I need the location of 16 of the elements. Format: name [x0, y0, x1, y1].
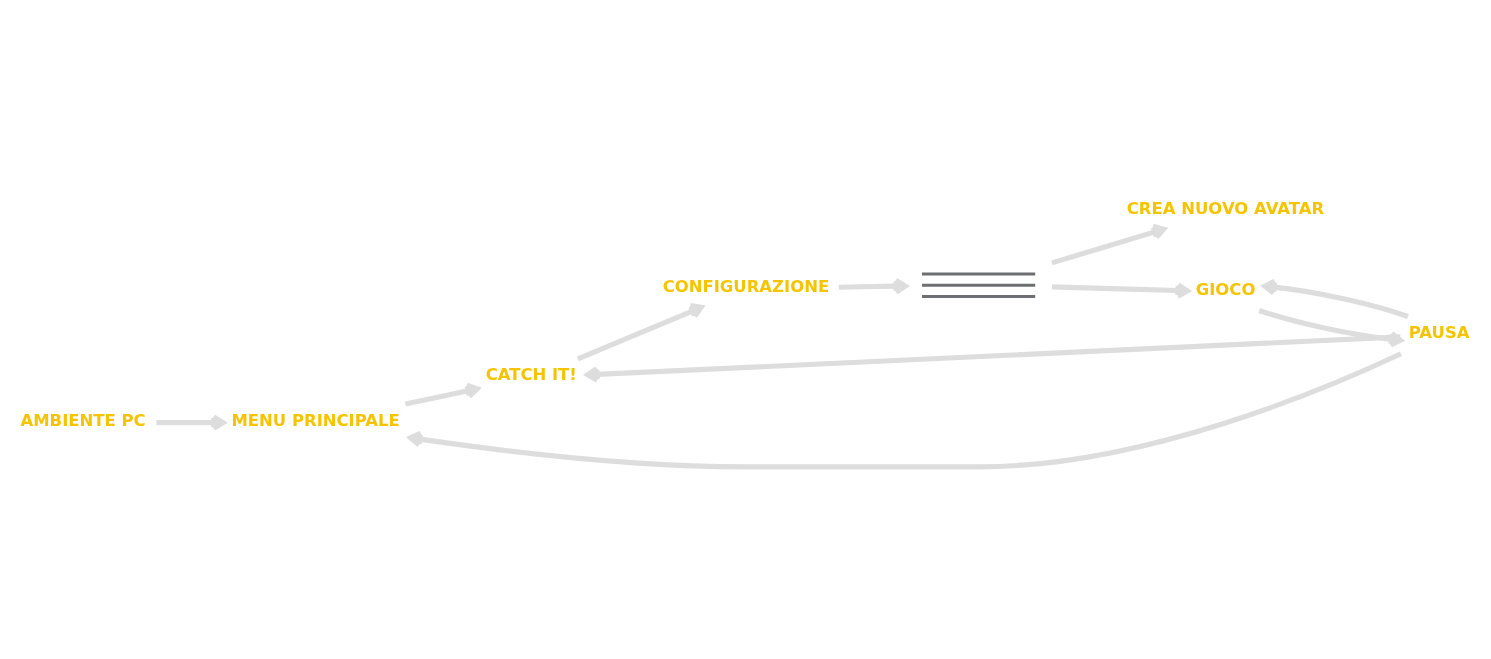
node-text: MENU PRINCIPALE [231, 410, 400, 430]
arrow [1051, 282, 1191, 299]
arrow [838, 277, 908, 295]
node-text: CONFIGURAZIONE [662, 276, 830, 296]
arrow [407, 351, 1403, 470]
arrow [1262, 278, 1409, 319]
node-text: CATCH IT! [485, 365, 577, 385]
node-text: CREA NUOVO AVATAR [1126, 198, 1325, 218]
node-text: AMBIENTE PC [20, 410, 146, 430]
arrow [1051, 223, 1167, 266]
arrow [404, 382, 480, 407]
arrow [585, 334, 1401, 383]
arrow [576, 303, 704, 362]
arrow [156, 414, 226, 431]
node-text: PAUSA [1408, 323, 1470, 343]
node-text: GIOCO [1195, 279, 1256, 299]
